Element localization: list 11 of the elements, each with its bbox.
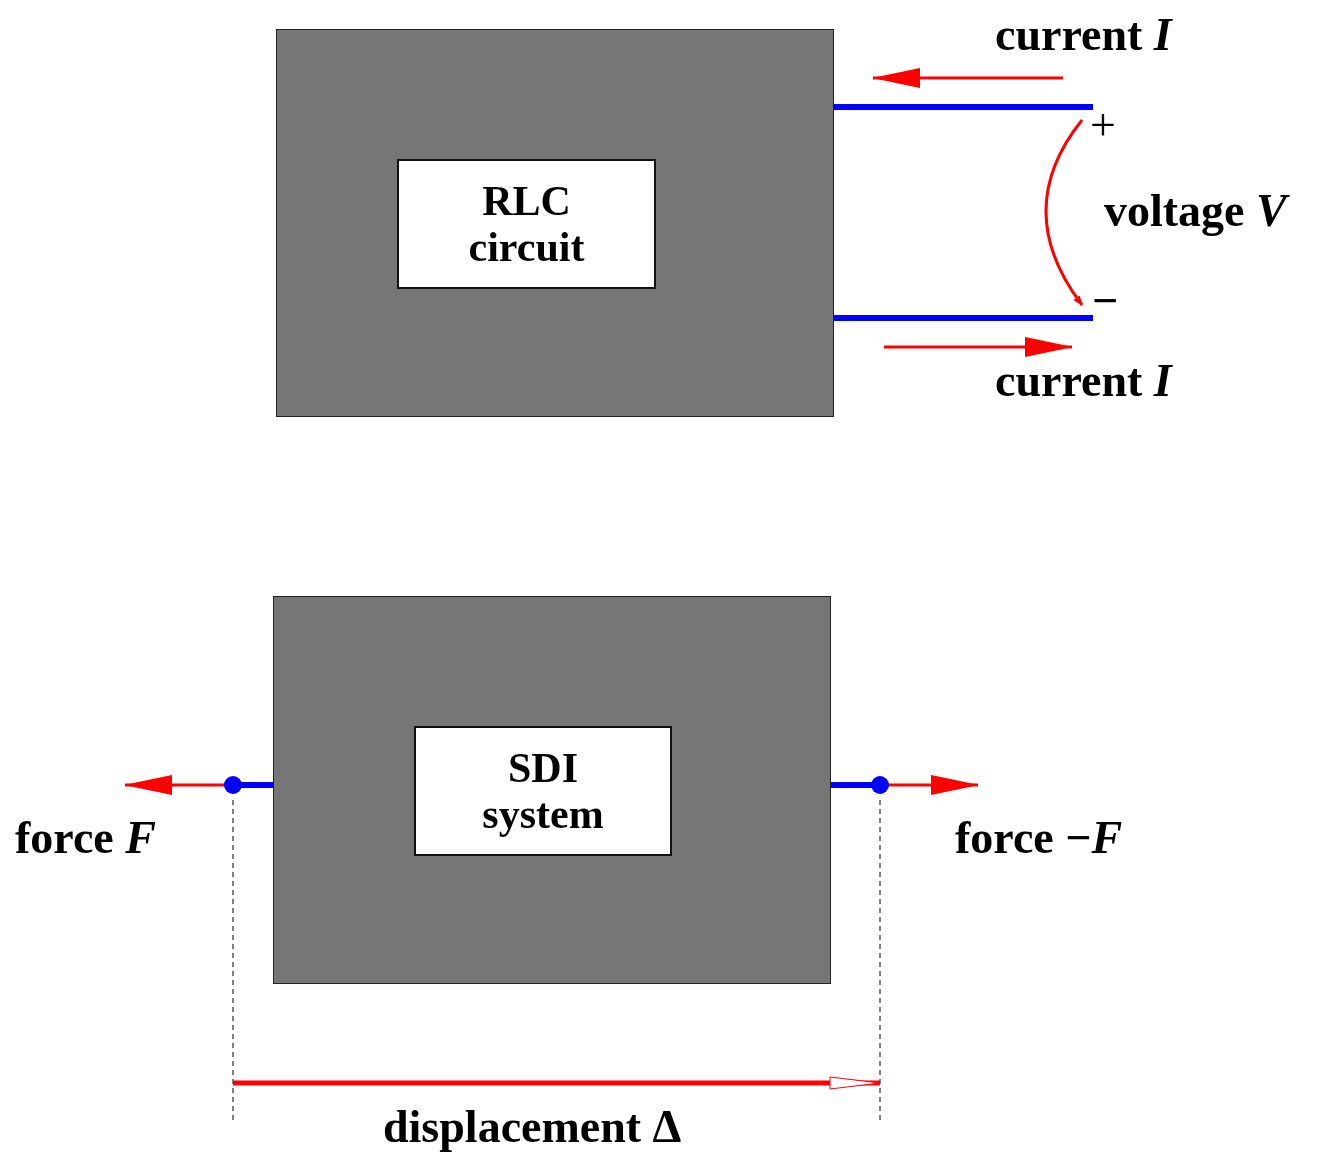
minus-sign: − bbox=[1092, 276, 1119, 326]
current-label: current I bbox=[995, 356, 1172, 406]
component-box: SDI system bbox=[414, 726, 672, 856]
component-box: RLC circuit bbox=[397, 159, 656, 289]
force-label: force F bbox=[15, 813, 156, 863]
current-label: current I bbox=[995, 10, 1172, 60]
force-label: force −F bbox=[955, 813, 1123, 863]
system-block bbox=[276, 29, 834, 417]
system-block bbox=[273, 596, 831, 984]
plus-sign: + bbox=[1090, 100, 1116, 150]
displacement-label: displacement Δ bbox=[383, 1102, 682, 1152]
